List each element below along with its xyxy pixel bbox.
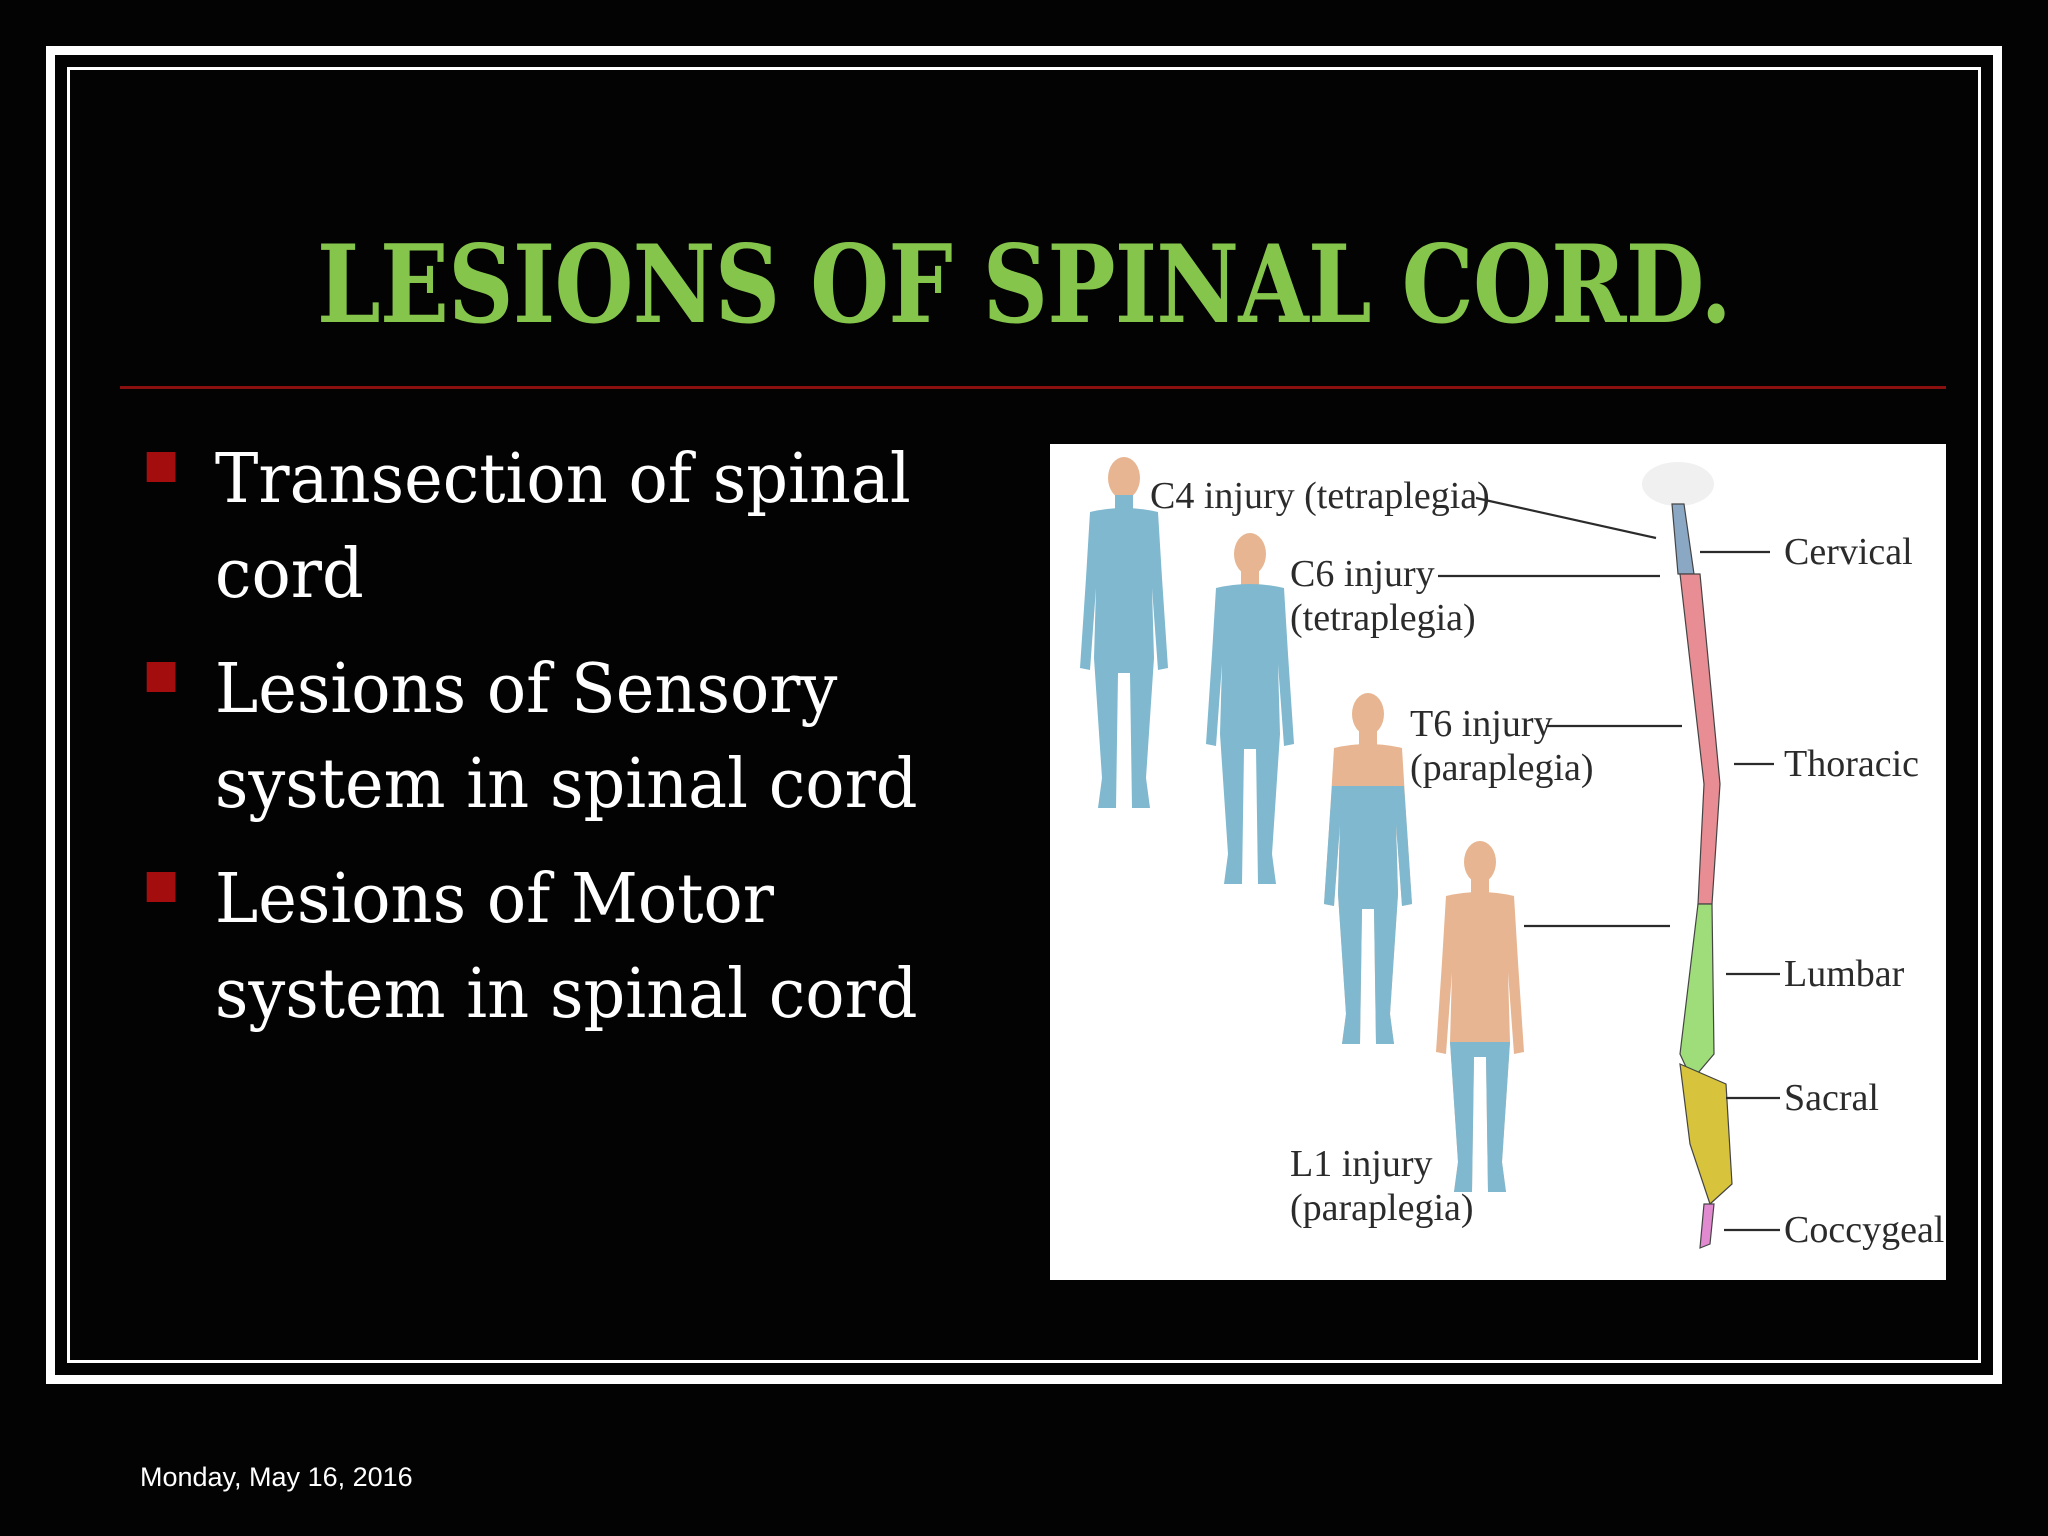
- l1-injury-label-sub: (paraplegia): [1290, 1187, 1474, 1229]
- t6-injury-label-sub: (paraplegia): [1410, 747, 1594, 789]
- square-bullet-icon: [146, 662, 176, 692]
- spinal-column: [1642, 462, 1733, 1249]
- bullet-item: Lesions of Motor system in spinal cord: [140, 852, 985, 1042]
- l1-injury-body: [1436, 841, 1524, 1192]
- c4-injury-body: [1080, 457, 1168, 808]
- bullet-list: Transection of spinal cord Lesions of Se…: [140, 432, 1020, 1062]
- bullet-text: Lesions of Sensory system in spinal cord: [214, 650, 918, 824]
- slide-title: LESIONS OF SPINAL CORD.: [316, 222, 1732, 348]
- c6-injury-body: [1206, 533, 1294, 884]
- sacral-label: Sacral: [1784, 1077, 1879, 1119]
- l1-injury-label: L1 injury: [1290, 1143, 1432, 1185]
- bullet-text: Lesions of Motor system in spinal cord: [214, 860, 918, 1034]
- lumbar-label: Lumbar: [1784, 953, 1905, 995]
- square-bullet-icon: [146, 872, 176, 902]
- thoracic-label: Thoracic: [1784, 743, 1919, 785]
- slide-border-inner: [67, 67, 1981, 1363]
- t6-injury-body: [1324, 693, 1412, 1044]
- bullet-item: Lesions of Sensory system in spinal cord: [140, 642, 985, 832]
- leader-lines: [1438, 496, 1780, 1232]
- cervical-label: Cervical: [1784, 531, 1913, 573]
- title-divider: [120, 386, 1946, 389]
- square-bullet-icon: [146, 452, 176, 482]
- spinal-injury-figure: C4 injury (tetraplegia) C6 injury (tetra…: [1050, 444, 1946, 1280]
- c6-injury-label-sub: (tetraplegia): [1290, 597, 1476, 639]
- c6-injury-label: C6 injury: [1290, 553, 1435, 595]
- coccygeal-label: Coccygeal: [1784, 1209, 1944, 1251]
- slide-border-outer: [46, 46, 2002, 1384]
- c4-injury-label: C4 injury (tetraplegia): [1150, 475, 1490, 517]
- footer-date: Monday, May 16, 2016: [140, 1462, 413, 1492]
- t6-injury-label: T6 injury: [1410, 703, 1552, 745]
- bullet-text: Transection of spinal cord: [214, 440, 911, 614]
- bullet-item: Transection of spinal cord: [140, 432, 985, 622]
